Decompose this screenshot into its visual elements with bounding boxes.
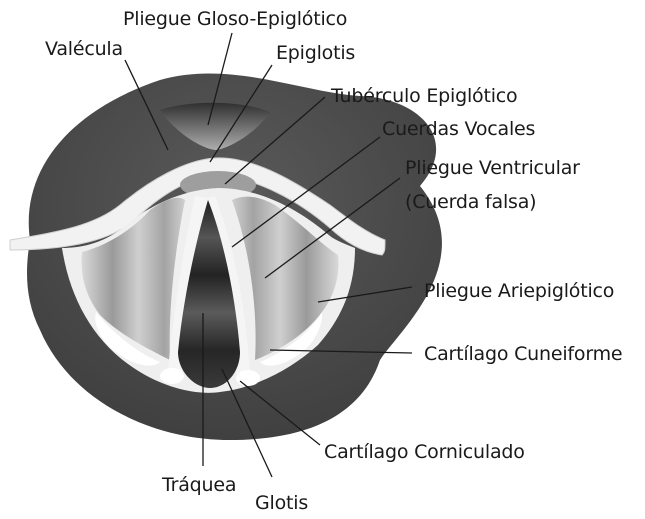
label-traquea: Tráquea [161, 474, 236, 496]
label-pliegue-ventricular: Pliegue Ventricular [405, 157, 580, 179]
corniculate-cartilage-left [160, 368, 184, 384]
label-cartilago-corniculado: Cartílago Corniculado [324, 441, 525, 463]
label-pliegue-gloso-epiglotico: Pliegue Gloso-Epiglótico [123, 8, 347, 30]
label-cuerdas-vocales: Cuerdas Vocales [382, 118, 535, 140]
label-valecula: Valécula [45, 38, 123, 60]
corniculate-cartilage-right [236, 370, 260, 386]
label-cuerda-falsa: (Cuerda falsa) [405, 191, 536, 213]
label-pliegue-ariepiglotico: Pliegue Ariepiglótico [424, 280, 614, 302]
label-cartilago-cuneiforme: Cartílago Cuneiforme [424, 343, 622, 365]
label-tuberculo-epiglotico: Tubérculo Epiglótico [330, 85, 517, 107]
label-glotis: Glotis [255, 492, 308, 514]
label-epiglotis: Epiglotis [276, 42, 355, 64]
